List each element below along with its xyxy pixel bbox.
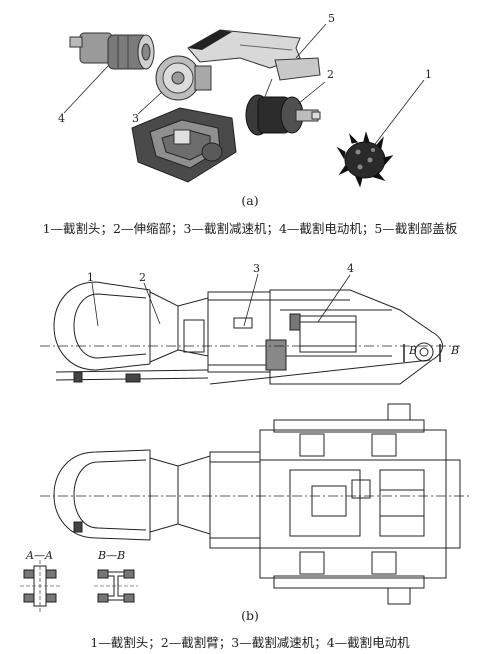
section-aa-label: A—A <box>26 549 53 562</box>
telescopic-part-illustration <box>245 94 321 136</box>
leader-lines-a <box>63 23 425 149</box>
figure-b-label: (b) <box>241 608 259 623</box>
part-number-label: 4 <box>347 262 354 275</box>
part-number-label: 1 <box>425 68 432 81</box>
plan-view <box>40 403 470 605</box>
part-number-label: 1 <box>87 271 94 284</box>
part-number-label: 3 <box>253 262 260 275</box>
figure-a-caption: 1—截割头；2—伸缩部；3—截割减速机；4—截割电动机；5—截割部盖板 <box>42 221 458 236</box>
figure-a-label: (a) <box>241 193 259 208</box>
section-bb-label: B—B <box>98 549 126 562</box>
side-view <box>40 281 460 385</box>
part-number-label: 2 <box>139 271 146 284</box>
part-number-label: 5 <box>328 12 335 25</box>
part-number-label: 4 <box>58 112 65 125</box>
cutting-reducer-illustration <box>155 55 212 101</box>
part-number-label: 3 <box>132 112 139 125</box>
part-number-label: 2 <box>327 68 334 81</box>
figure-a-exploded-view <box>63 23 425 188</box>
leader-lines-b <box>91 273 351 327</box>
cutting-motor-illustration <box>69 32 155 70</box>
section-mark-b-left: B <box>409 344 418 357</box>
section-bb <box>94 569 138 603</box>
cutting-arm-frame-illustration <box>131 107 237 183</box>
figure-b-caption: 1—截割头；2—截割臂；3—截割减速机；4—截割电动机 <box>90 635 410 650</box>
cutting-head-illustration <box>336 131 394 188</box>
section-mark-b-right: B <box>451 344 460 357</box>
section-aa <box>20 560 60 612</box>
cutting-cover-plate-illustration <box>187 29 321 81</box>
